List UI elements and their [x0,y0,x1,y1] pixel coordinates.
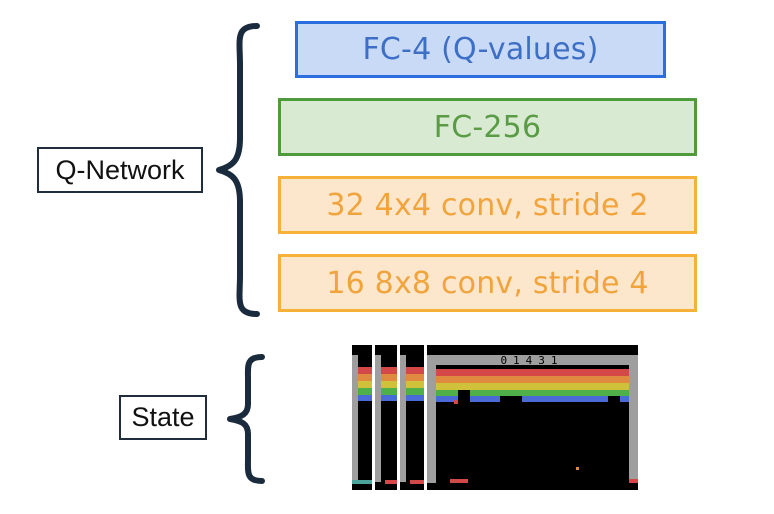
state-label: State [119,395,207,440]
layer-label: 32 4x4 conv, stride 2 [326,187,649,223]
layer-fc256: FC-256 [278,98,697,156]
layer-conv-4x4: 32 4x4 conv, stride 2 [278,176,697,234]
q-network-label: Q-Network [37,147,203,193]
stacked-game-frames-image: 01431 [352,345,638,490]
game-frame-front: 01431 [427,345,638,490]
layer-label: FC-256 [433,109,542,145]
game-frame-back-1 [352,345,372,490]
state-brace [227,354,265,484]
q-network-brace [216,23,260,317]
game-score-text: 01431 [500,354,563,367]
layer-fc4-q-values: FC-4 (Q-values) [295,21,666,78]
layer-label: 16 8x8 conv, stride 4 [326,265,649,301]
q-network-label-text: Q-Network [55,154,185,185]
state-label-text: State [131,402,195,432]
game-frame-back-2 [375,345,397,490]
layer-conv-8x8: 16 8x8 conv, stride 4 [278,254,697,312]
game-frame-back-3 [400,345,424,490]
layer-label: FC-4 (Q-values) [362,32,599,67]
